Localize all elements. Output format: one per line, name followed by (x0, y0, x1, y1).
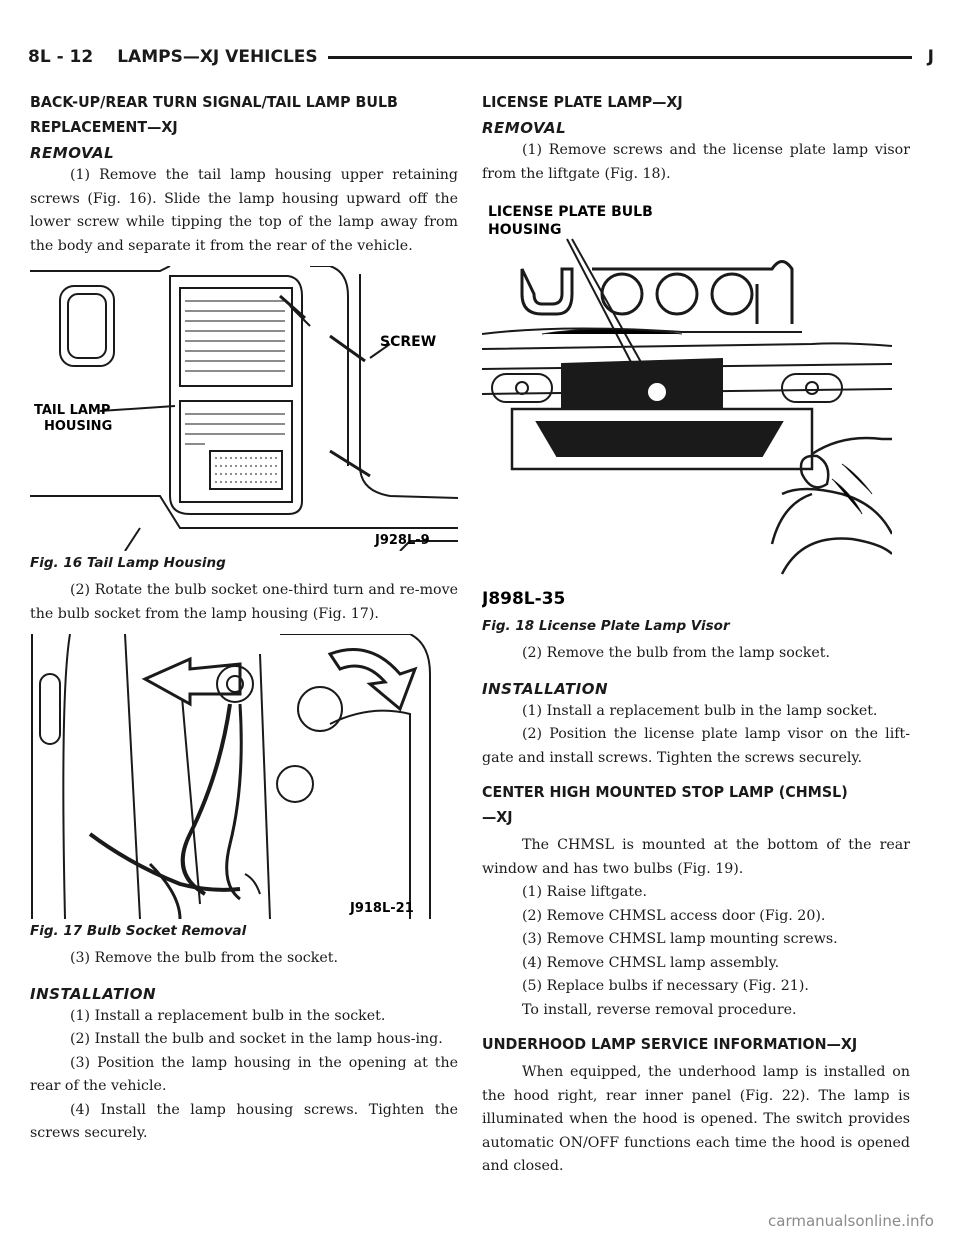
fig17-bulb-socket-removal: J918L-21 Fig. 17 Bulb Socket Removal (30, 634, 458, 939)
left-column: BACK-UP/REAR TURN SIGNAL/TAIL LAMP BULB … (30, 90, 458, 1146)
license-plate-heading: LICENSE PLATE LAMP—XJ (482, 93, 683, 111)
chmsl-step-4: (4) Remove CHMSL lamp assembly. (522, 954, 780, 971)
fig18-license-plate-lamp-visor: LICENSE PLATE BULB HOUSING J898L-35 Fig.… (482, 194, 910, 634)
removal-step-2: (2) Rotate the bulb socket one-third tur… (30, 582, 458, 622)
page-number: 8L - 12 (28, 47, 94, 67)
chmsl-step-2: (2) Remove CHMSL access door (Fig. 20). (522, 907, 826, 924)
removal-step-3: (3) Remove the bulb from the socket. (70, 950, 338, 966)
chmsl-install-note: To install, reverse removal procedure. (522, 1001, 797, 1018)
chmsl-step-5: (5) Replace bulbs if necessary (Fig. 21)… (522, 978, 809, 994)
license-plate-label-line1: LICENSE PLATE BULB (488, 204, 653, 220)
license-removal-step-2: (2) Remove the bulb from the lamp socket… (522, 645, 830, 661)
screw-label: SCREW (380, 334, 436, 350)
fig18-caption: Fig. 18 License Plate Lamp Visor (482, 618, 730, 634)
bulb-socket-illustration: J918L-21 (31, 634, 431, 919)
install-step-4: (4) Install the lamp housing screws. Tig… (30, 1101, 458, 1142)
fig17-caption: Fig. 17 Bulb Socket Removal (30, 923, 247, 939)
tail-lamp-label-line1: TAIL LAMP (34, 403, 110, 418)
right-column: LICENSE PLATE LAMP—XJ REMOVAL (1) Remove… (482, 90, 910, 1179)
fig18-code: J898L-35 (482, 589, 565, 609)
installation-subheading-2: INSTALLATION (482, 679, 609, 698)
license-install-step-2: (2) Position the license plate lamp viso… (482, 726, 910, 766)
header-letter: J (927, 47, 934, 67)
install-step-3: (3) Position the lamp housing in the ope… (30, 1054, 458, 1095)
header-rule (327, 55, 912, 59)
fig16-tail-lamp-housing: SCREW TAIL LAMP HOUSING J928L-9 Fig. 16 … (30, 266, 458, 571)
watermark: carmanualsonline.info (768, 1212, 934, 1230)
page-header: 8L - 12 LAMPS—XJ VEHICLES J (28, 44, 934, 70)
removal-subheading-2: REMOVAL (482, 119, 567, 137)
fig16-caption: Fig. 16 Tail Lamp Housing (30, 555, 226, 571)
fig16-code: J928L-9 (374, 533, 430, 548)
chmsl-step-1: (1) Raise liftgate. (522, 884, 647, 900)
license-install-step-1: (1) Install a replacement bulb in the la… (522, 702, 878, 719)
chmsl-intro: The CHMSL is mounted at the bottom of th… (482, 837, 910, 877)
backup-lamp-heading: BACK-UP/REAR TURN SIGNAL/TAIL LAMP BULB … (30, 93, 398, 136)
removal-subheading: REMOVAL (30, 144, 115, 162)
underhood-heading: UNDERHOOD LAMP SERVICE INFORMATION—XJ (482, 1035, 858, 1053)
underhood-text: When equipped, the underhood lamp is ins… (482, 1064, 910, 1174)
removal-step-1: (1) Remove the tail lamp housing upper r… (30, 167, 458, 254)
license-removal-step-1: (1) Remove screws and the license plate … (482, 142, 910, 182)
license-plate-label-line2: HOUSING (488, 222, 562, 238)
section-title: LAMPS—XJ VEHICLES (117, 47, 318, 67)
tail-lamp-label-line2: HOUSING (44, 419, 112, 434)
tail-lamp-illustration: SCREW TAIL LAMP HOUSING J928L-9 (30, 266, 458, 551)
fig17-code: J918L-21 (349, 901, 414, 916)
install-step-1: (1) Install a replacement bulb in the so… (70, 1007, 386, 1024)
chmsl-step-3: (3) Remove CHMSL lamp mounting screws. (522, 931, 838, 947)
installation-subheading: INSTALLATION (30, 984, 157, 1003)
license-plate-illustration: LICENSE PLATE BULB HOUSING J898L-35 (482, 204, 892, 609)
install-step-2: (2) Install the bulb and socket in the l… (70, 1031, 443, 1047)
chmsl-heading: CENTER HIGH MOUNTED STOP LAMP (CHMSL)—XJ (482, 783, 848, 826)
